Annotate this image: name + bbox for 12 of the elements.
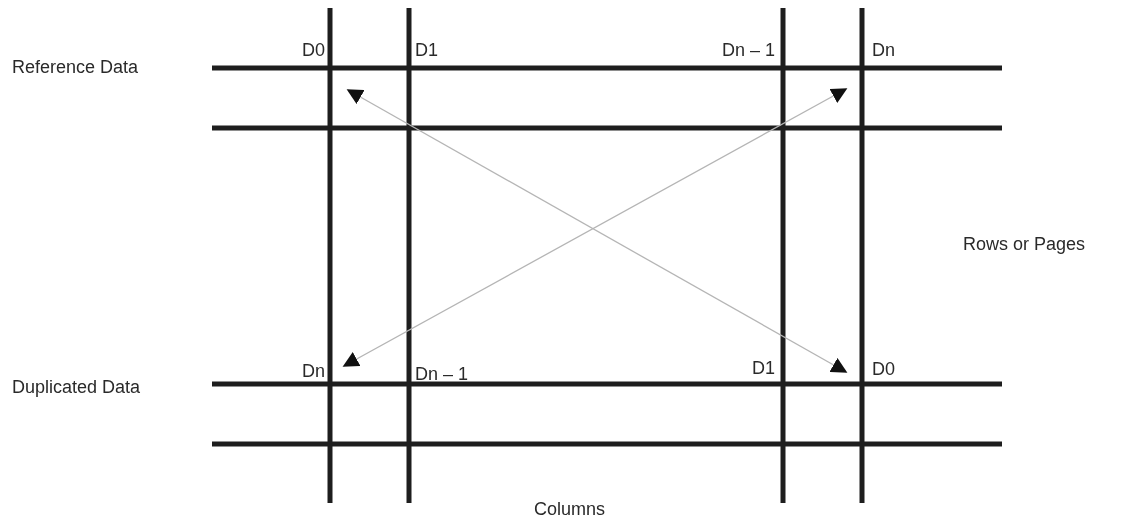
- axis-label: Rows or Pages: [963, 234, 1086, 254]
- data-cell-label: Dn: [872, 40, 895, 60]
- data-cell-label: D1: [415, 40, 438, 60]
- axis-label: Columns: [534, 499, 606, 519]
- axis-label: Duplicated Data: [12, 377, 141, 397]
- axis-label: Reference Data: [12, 57, 139, 77]
- data-cell-label: Dn: [302, 361, 325, 381]
- data-cell-label: D0: [872, 359, 895, 379]
- data-cell-label: Dn – 1: [721, 40, 775, 60]
- data-cell-label: D1: [752, 358, 775, 378]
- data-cell-label: D0: [302, 40, 325, 60]
- data-cell-label: Dn – 1: [415, 364, 469, 384]
